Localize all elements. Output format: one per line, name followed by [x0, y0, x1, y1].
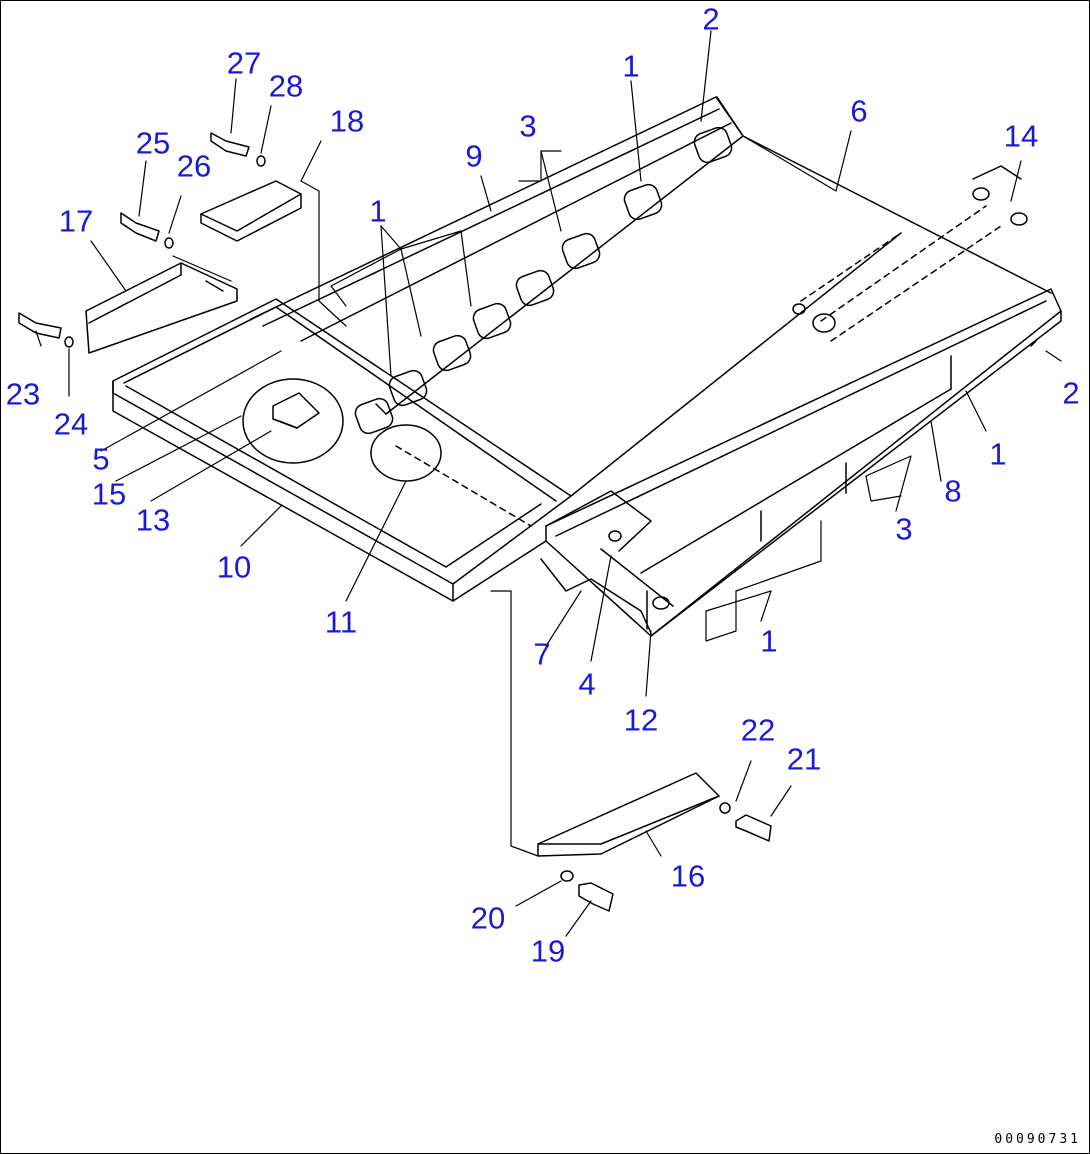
callout-21: 21: [786, 741, 822, 777]
callout-13: 13: [135, 502, 171, 538]
front-bracket: [540, 490, 674, 634]
callout-22: 22: [740, 712, 776, 748]
callout-3-top: 3: [519, 108, 537, 144]
callout-5: 5: [92, 441, 110, 477]
callout-10: 10: [216, 549, 252, 585]
callout-28: 28: [268, 68, 304, 104]
callout-2-top: 2: [702, 1, 720, 37]
callout-1-left: 1: [369, 193, 387, 229]
callout-19: 19: [530, 933, 566, 969]
callout-6: 6: [850, 93, 868, 129]
callout-9: 9: [465, 138, 483, 174]
callout-1-top: 1: [622, 48, 640, 84]
callout-15: 15: [91, 476, 127, 512]
callout-16: 16: [670, 858, 706, 894]
callout-12: 12: [623, 702, 659, 738]
detail-circles: [242, 378, 532, 527]
callout-18: 18: [329, 103, 365, 139]
upper-rail: [250, 96, 744, 415]
callout-25: 25: [135, 125, 171, 161]
drawing-number: 00090731: [994, 1132, 1081, 1147]
callout-1-right: 1: [989, 436, 1007, 472]
callout-1-bottom: 1: [760, 623, 778, 659]
step-plate: [537, 772, 720, 857]
leader-lines: [35, 30, 1062, 937]
right-side-rail: [545, 288, 1062, 637]
floor-plate: [570, 135, 1052, 497]
platform-frame: [112, 298, 572, 602]
callout-3-right: 3: [895, 511, 913, 547]
callout-26: 26: [176, 148, 212, 184]
callout-20: 20: [470, 900, 506, 936]
callout-11: 11: [324, 604, 358, 640]
callout-7: 7: [533, 636, 551, 672]
callout-17: 17: [58, 203, 94, 239]
ring-fittings: [354, 126, 733, 435]
callout-23: 23: [5, 376, 41, 412]
pins: [972, 165, 1028, 226]
callout-27: 27: [226, 45, 262, 81]
cover-plate: [200, 180, 302, 242]
callout-4: 4: [578, 666, 596, 702]
callout-8: 8: [944, 473, 962, 509]
callout-2-right: 2: [1062, 375, 1080, 411]
bolts-washers: [18, 132, 772, 912]
callout-24: 24: [53, 406, 89, 442]
callout-14: 14: [1003, 118, 1039, 154]
left-side-guard: [85, 262, 238, 354]
